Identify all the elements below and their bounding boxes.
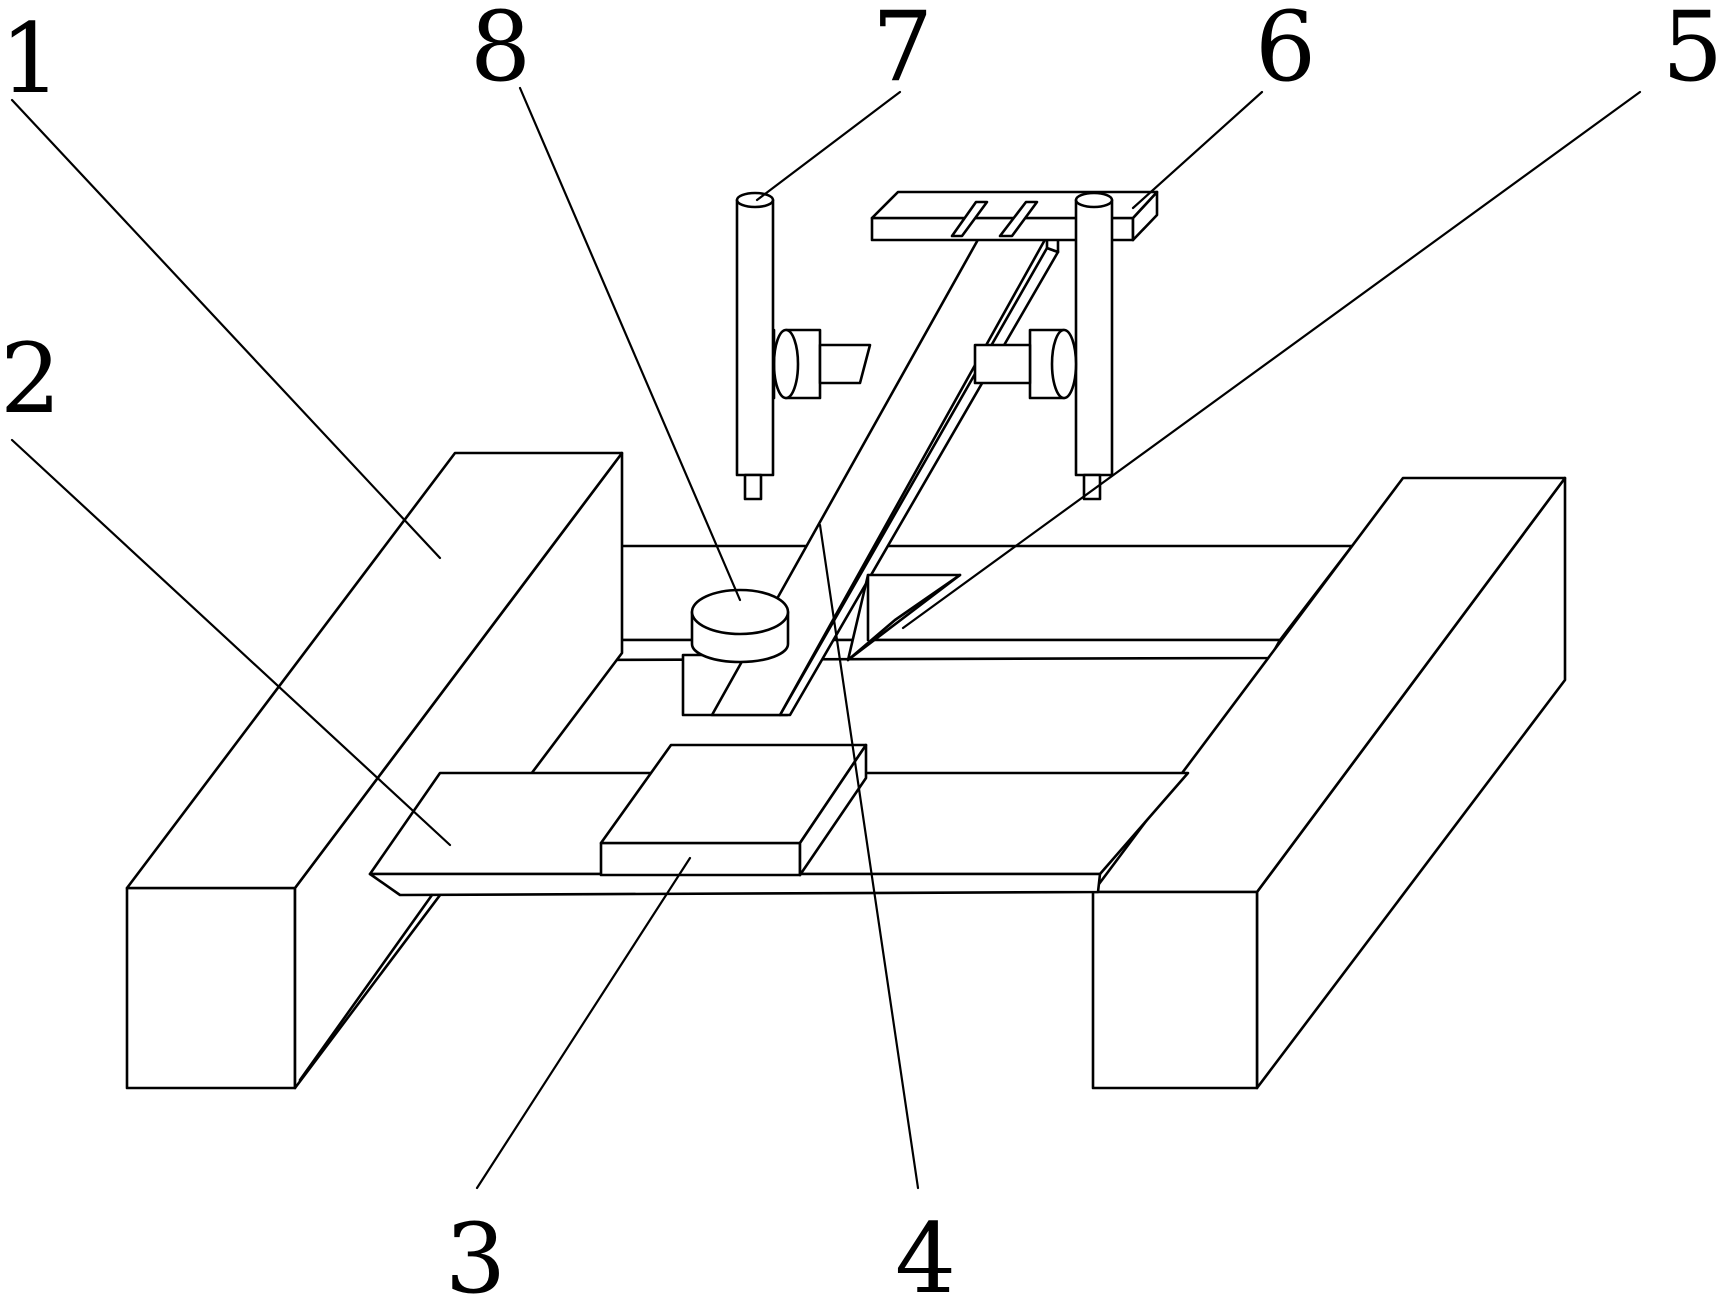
- leader-8: [518, 86, 742, 602]
- label-5: 5: [1662, 0, 1721, 103]
- blade: [846, 573, 962, 662]
- label-2: 2: [0, 323, 61, 435]
- label-1: 1: [0, 3, 61, 115]
- label-7: 7: [872, 0, 933, 103]
- leader-4: [818, 523, 920, 1190]
- label-8: 8: [470, 0, 531, 103]
- leader-5: [901, 90, 1642, 630]
- leader-6: [1131, 90, 1264, 210]
- label-6: 6: [1255, 0, 1316, 103]
- workpiece-block: [599, 743, 868, 877]
- leader-2: [10, 438, 452, 847]
- label-3: 3: [445, 1203, 506, 1301]
- label-4: 4: [895, 1203, 956, 1301]
- leader-lines: [10, 86, 1642, 1190]
- top-beam: [870, 190, 1159, 242]
- right-rod: [973, 191, 1114, 501]
- left-base-block: [125, 451, 624, 1090]
- left-rod: [735, 191, 872, 501]
- leader-3: [475, 856, 692, 1190]
- leader-7: [755, 90, 902, 202]
- leader-1: [10, 98, 442, 560]
- right-base-block: [1091, 476, 1567, 1090]
- motor-cylinder: [690, 588, 790, 664]
